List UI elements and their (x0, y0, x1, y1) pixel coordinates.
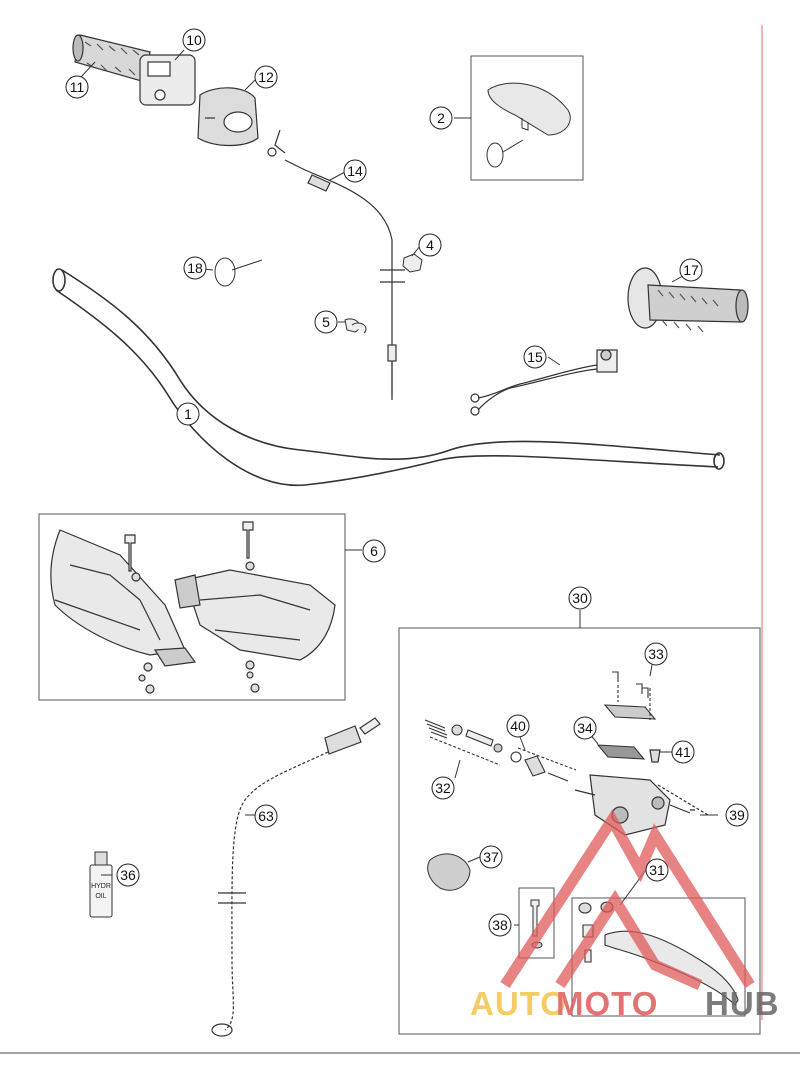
callout-38-label: 38 (492, 917, 508, 933)
handguard-right[interactable] (174, 521, 336, 693)
part-2-box (454, 55, 584, 181)
kill-switch[interactable] (470, 349, 618, 416)
callout-4-label: 4 (426, 237, 434, 253)
callout-31[interactable]: 31 (645, 858, 669, 882)
callout-10[interactable]: 10 (182, 28, 206, 52)
master-cylinder[interactable] (574, 749, 709, 836)
callout-36[interactable]: 36 (116, 863, 140, 887)
callout-1[interactable]: 1 (176, 402, 200, 426)
callout-11-label: 11 (70, 79, 85, 95)
callout-10-label: 10 (186, 32, 202, 48)
handguard-left[interactable] (50, 529, 197, 694)
callout-31-label: 31 (649, 862, 665, 878)
callout-14[interactable]: 14 (343, 159, 367, 183)
callout-17[interactable]: 17 (679, 258, 703, 282)
watermark-auto: AUTO (470, 985, 567, 1022)
part-18-tie[interactable] (214, 257, 263, 287)
part-4-nut[interactable] (402, 253, 423, 273)
watermark-logo (500, 809, 755, 991)
left-grip[interactable] (627, 267, 749, 333)
oil-bottle[interactable]: HYDR OIL (89, 851, 113, 918)
callouts: 10 11 12 2 14 4 18 17 5 15 1 6 30 33 34 … (65, 28, 749, 937)
callout-15-label: 15 (527, 349, 543, 365)
callout-34-label: 34 (577, 720, 593, 736)
callout-11[interactable]: 11 (65, 75, 89, 99)
callout-37[interactable]: 37 (479, 845, 503, 869)
callout-40[interactable]: 40 (506, 714, 530, 738)
callout-32-label: 32 (435, 780, 451, 796)
callout-18-label: 18 (187, 260, 203, 276)
callout-1-label: 1 (184, 406, 192, 422)
watermark-text: AUTO MOTO HUB (470, 985, 780, 1022)
callout-17-label: 17 (683, 262, 699, 278)
watermark-hub: HUB (705, 985, 780, 1022)
part-5-clip[interactable] (344, 318, 367, 334)
callout-38[interactable]: 38 (488, 913, 512, 937)
callout-63-label: 63 (258, 808, 274, 824)
callout-6[interactable]: 6 (362, 539, 386, 563)
callout-36-label: 36 (120, 867, 136, 883)
callout-14-label: 14 (347, 163, 363, 179)
reservoir-cover[interactable] (596, 671, 657, 760)
piston-kit[interactable] (424, 719, 503, 766)
callout-6-label: 6 (370, 543, 378, 559)
handguard-box (38, 513, 362, 701)
callout-41-label: 41 (675, 744, 691, 760)
callout-39[interactable]: 39 (725, 803, 749, 827)
callout-2[interactable]: 2 (429, 106, 453, 130)
callout-33[interactable]: 33 (644, 642, 668, 666)
callout-4[interactable]: 4 (418, 233, 442, 257)
clutch-line[interactable] (211, 717, 381, 1037)
callout-2-label: 2 (437, 110, 445, 126)
cover-cap (487, 82, 571, 136)
callout-18[interactable]: 18 (183, 256, 207, 280)
throttle-grip[interactable] (72, 34, 196, 106)
callout-41[interactable]: 41 (671, 740, 695, 764)
callout-30[interactable]: 30 (568, 586, 592, 610)
callout-5-label: 5 (322, 314, 330, 330)
handlebar[interactable] (52, 268, 725, 487)
callout-12[interactable]: 12 (254, 65, 278, 89)
oil-label-line1: HYDR (91, 883, 111, 890)
pushrod-kit[interactable] (510, 747, 577, 782)
callout-12-label: 12 (258, 69, 274, 85)
callout-30-label: 30 (572, 590, 588, 606)
throttle-cover[interactable] (197, 87, 259, 147)
callout-32[interactable]: 32 (431, 776, 455, 800)
throttle-cable[interactable] (267, 129, 405, 400)
callout-40-label: 40 (510, 718, 526, 734)
callout-39-label: 39 (729, 807, 745, 823)
watermark-moto: MOTO (556, 985, 658, 1022)
oil-label-line2: OIL (95, 893, 106, 900)
callout-5[interactable]: 5 (314, 310, 338, 334)
callout-34[interactable]: 34 (573, 716, 597, 740)
callout-37-label: 37 (483, 849, 499, 865)
cable-tie-2 (486, 142, 504, 168)
callout-63[interactable]: 63 (254, 804, 278, 828)
lever-boot[interactable] (427, 853, 471, 891)
callout-33-label: 33 (648, 646, 664, 662)
callout-15[interactable]: 15 (523, 345, 547, 369)
